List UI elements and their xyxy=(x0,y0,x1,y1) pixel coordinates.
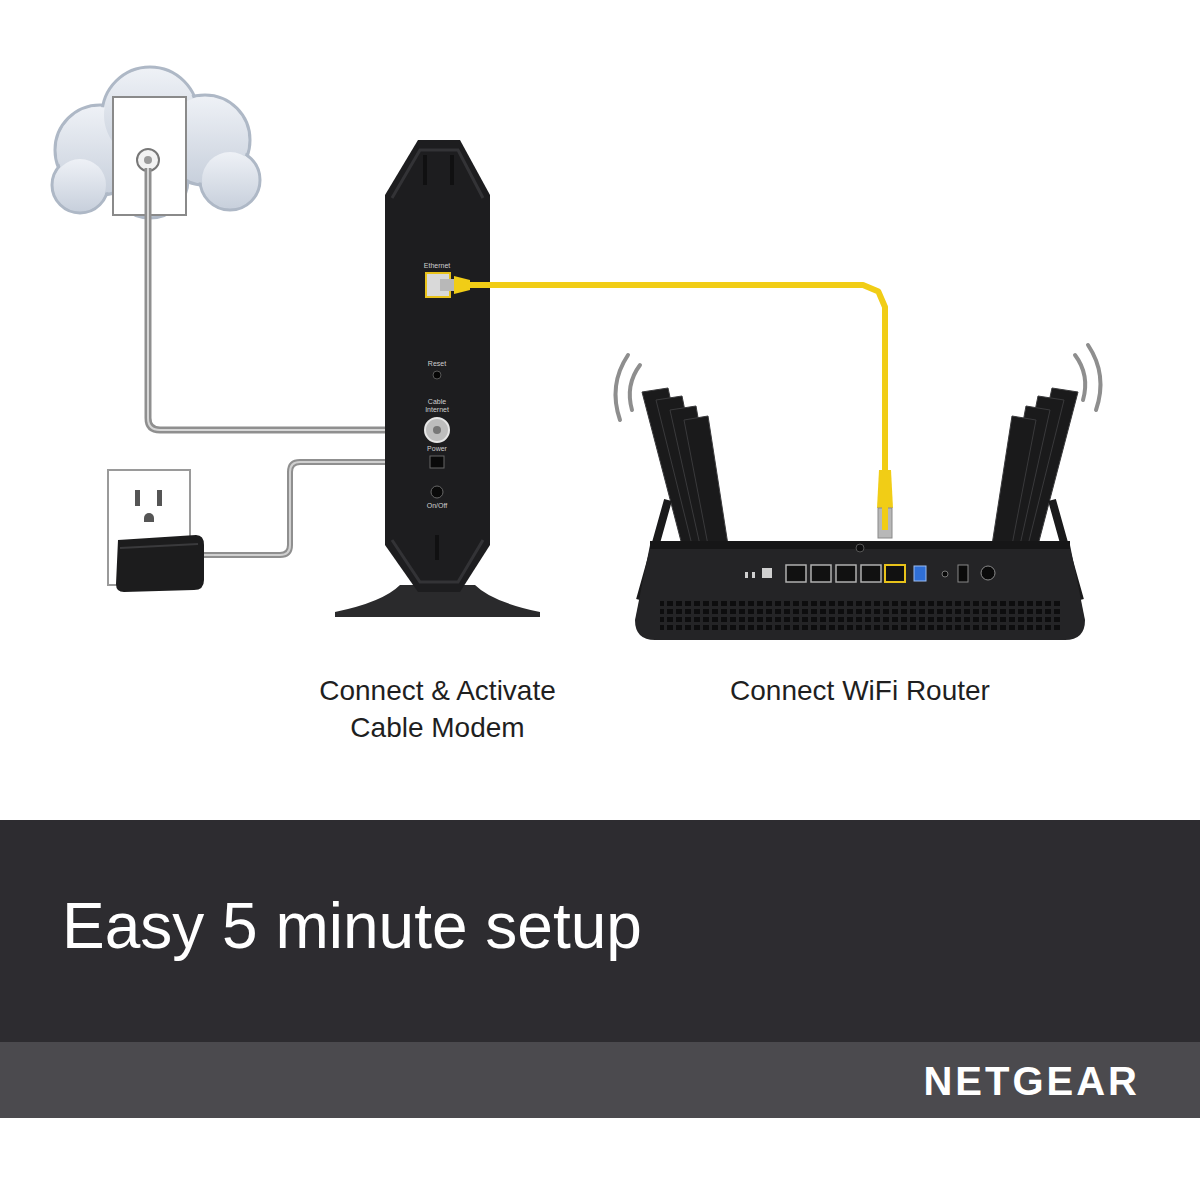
modem-box: Connect & Activate Cable Modem xyxy=(385,140,490,600)
device-caption: Connect WiFi Router xyxy=(640,672,1080,709)
router-box: Connect WiFi Router xyxy=(635,530,1085,640)
port-label: Cable Internet xyxy=(417,398,457,414)
power-adapter xyxy=(116,535,204,592)
cloud xyxy=(52,67,260,218)
ethernet-cable xyxy=(490,285,885,530)
device-caption: Connect & Activate Cable Modem xyxy=(288,672,588,746)
wifi-router xyxy=(616,345,1101,640)
cable-modem xyxy=(335,140,540,617)
title-band xyxy=(0,820,1200,1042)
coax-jack xyxy=(137,149,159,171)
brand-band xyxy=(0,1042,1200,1118)
port-label: On/Off xyxy=(412,502,462,510)
port-label: Power xyxy=(412,445,462,453)
coax-cable xyxy=(148,168,426,430)
port-label: Reset xyxy=(412,360,462,368)
port-label: Ethernet xyxy=(412,262,462,270)
banner-title: Easy 5 minute setup xyxy=(62,888,642,964)
brand-logo: NETGEAR xyxy=(840,1058,1140,1104)
